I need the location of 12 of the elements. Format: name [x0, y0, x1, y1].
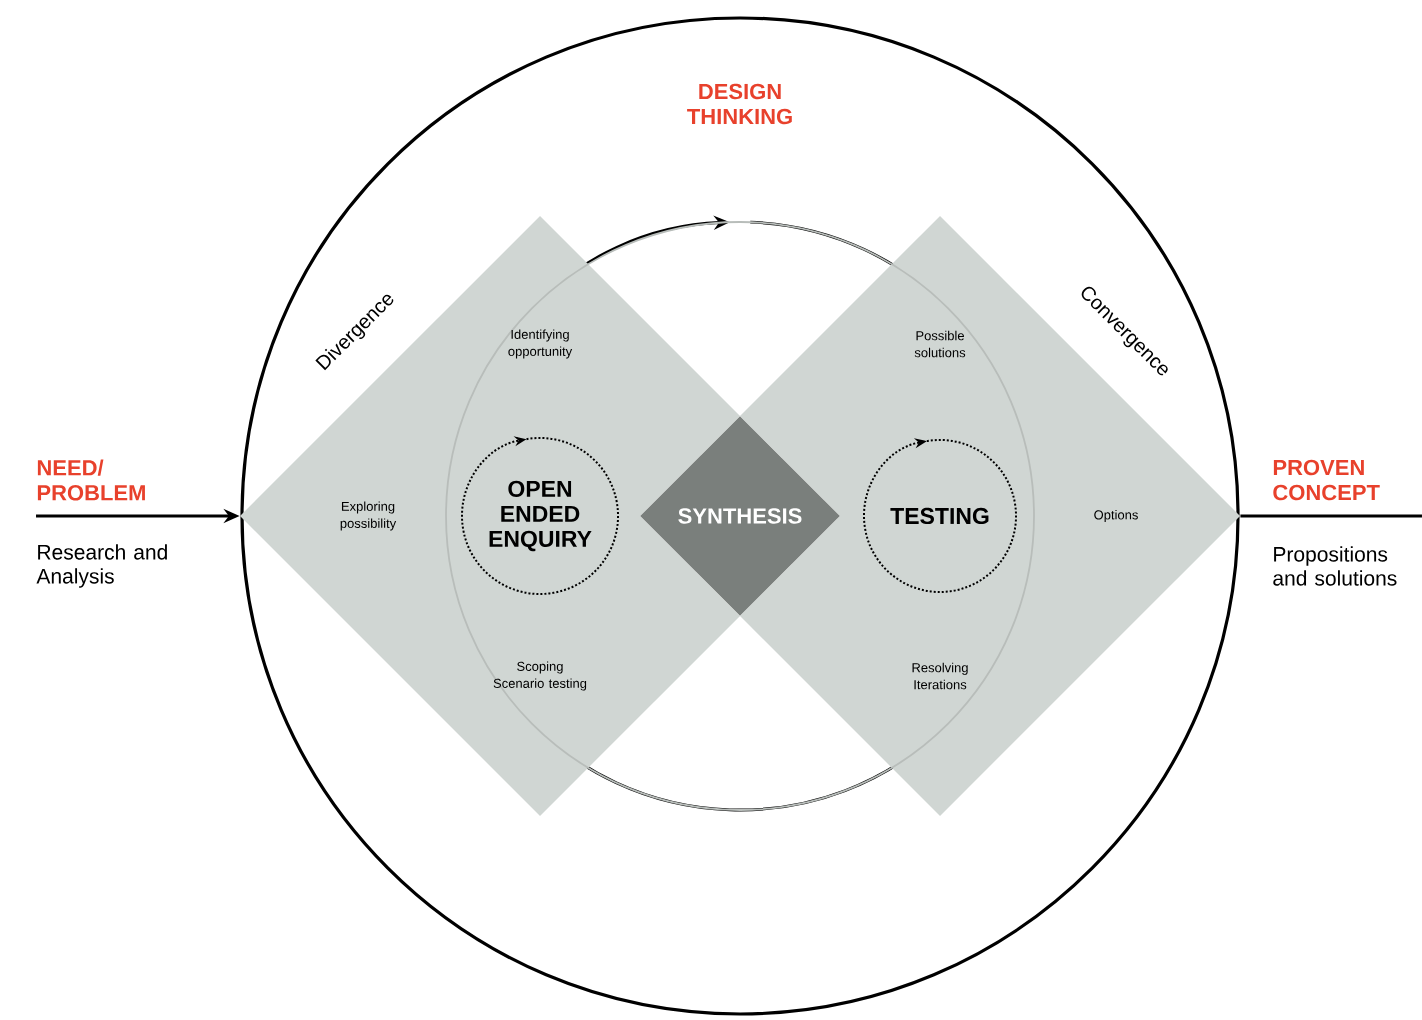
synthesis-diamond	[640, 416, 840, 616]
side-note: Research and Analysis	[36, 544, 167, 588]
side-heading: NEED/ PROBLEM	[37, 459, 145, 501]
dotted-loop	[461, 436, 619, 595]
stage-label: OPEN ENDED ENQUIRY	[489, 480, 592, 552]
stage-label: SYNTHESIS	[678, 508, 802, 524]
side-heading: PROVEN CONCEPT	[1273, 459, 1380, 501]
stage-label: TESTING	[890, 507, 989, 525]
dotted-loop	[863, 438, 1017, 593]
outer-circle	[240, 16, 1240, 1016]
diagram-title: DESIGN THINKING	[687, 83, 792, 125]
side-note: Propositions and solutions	[1273, 546, 1397, 586]
